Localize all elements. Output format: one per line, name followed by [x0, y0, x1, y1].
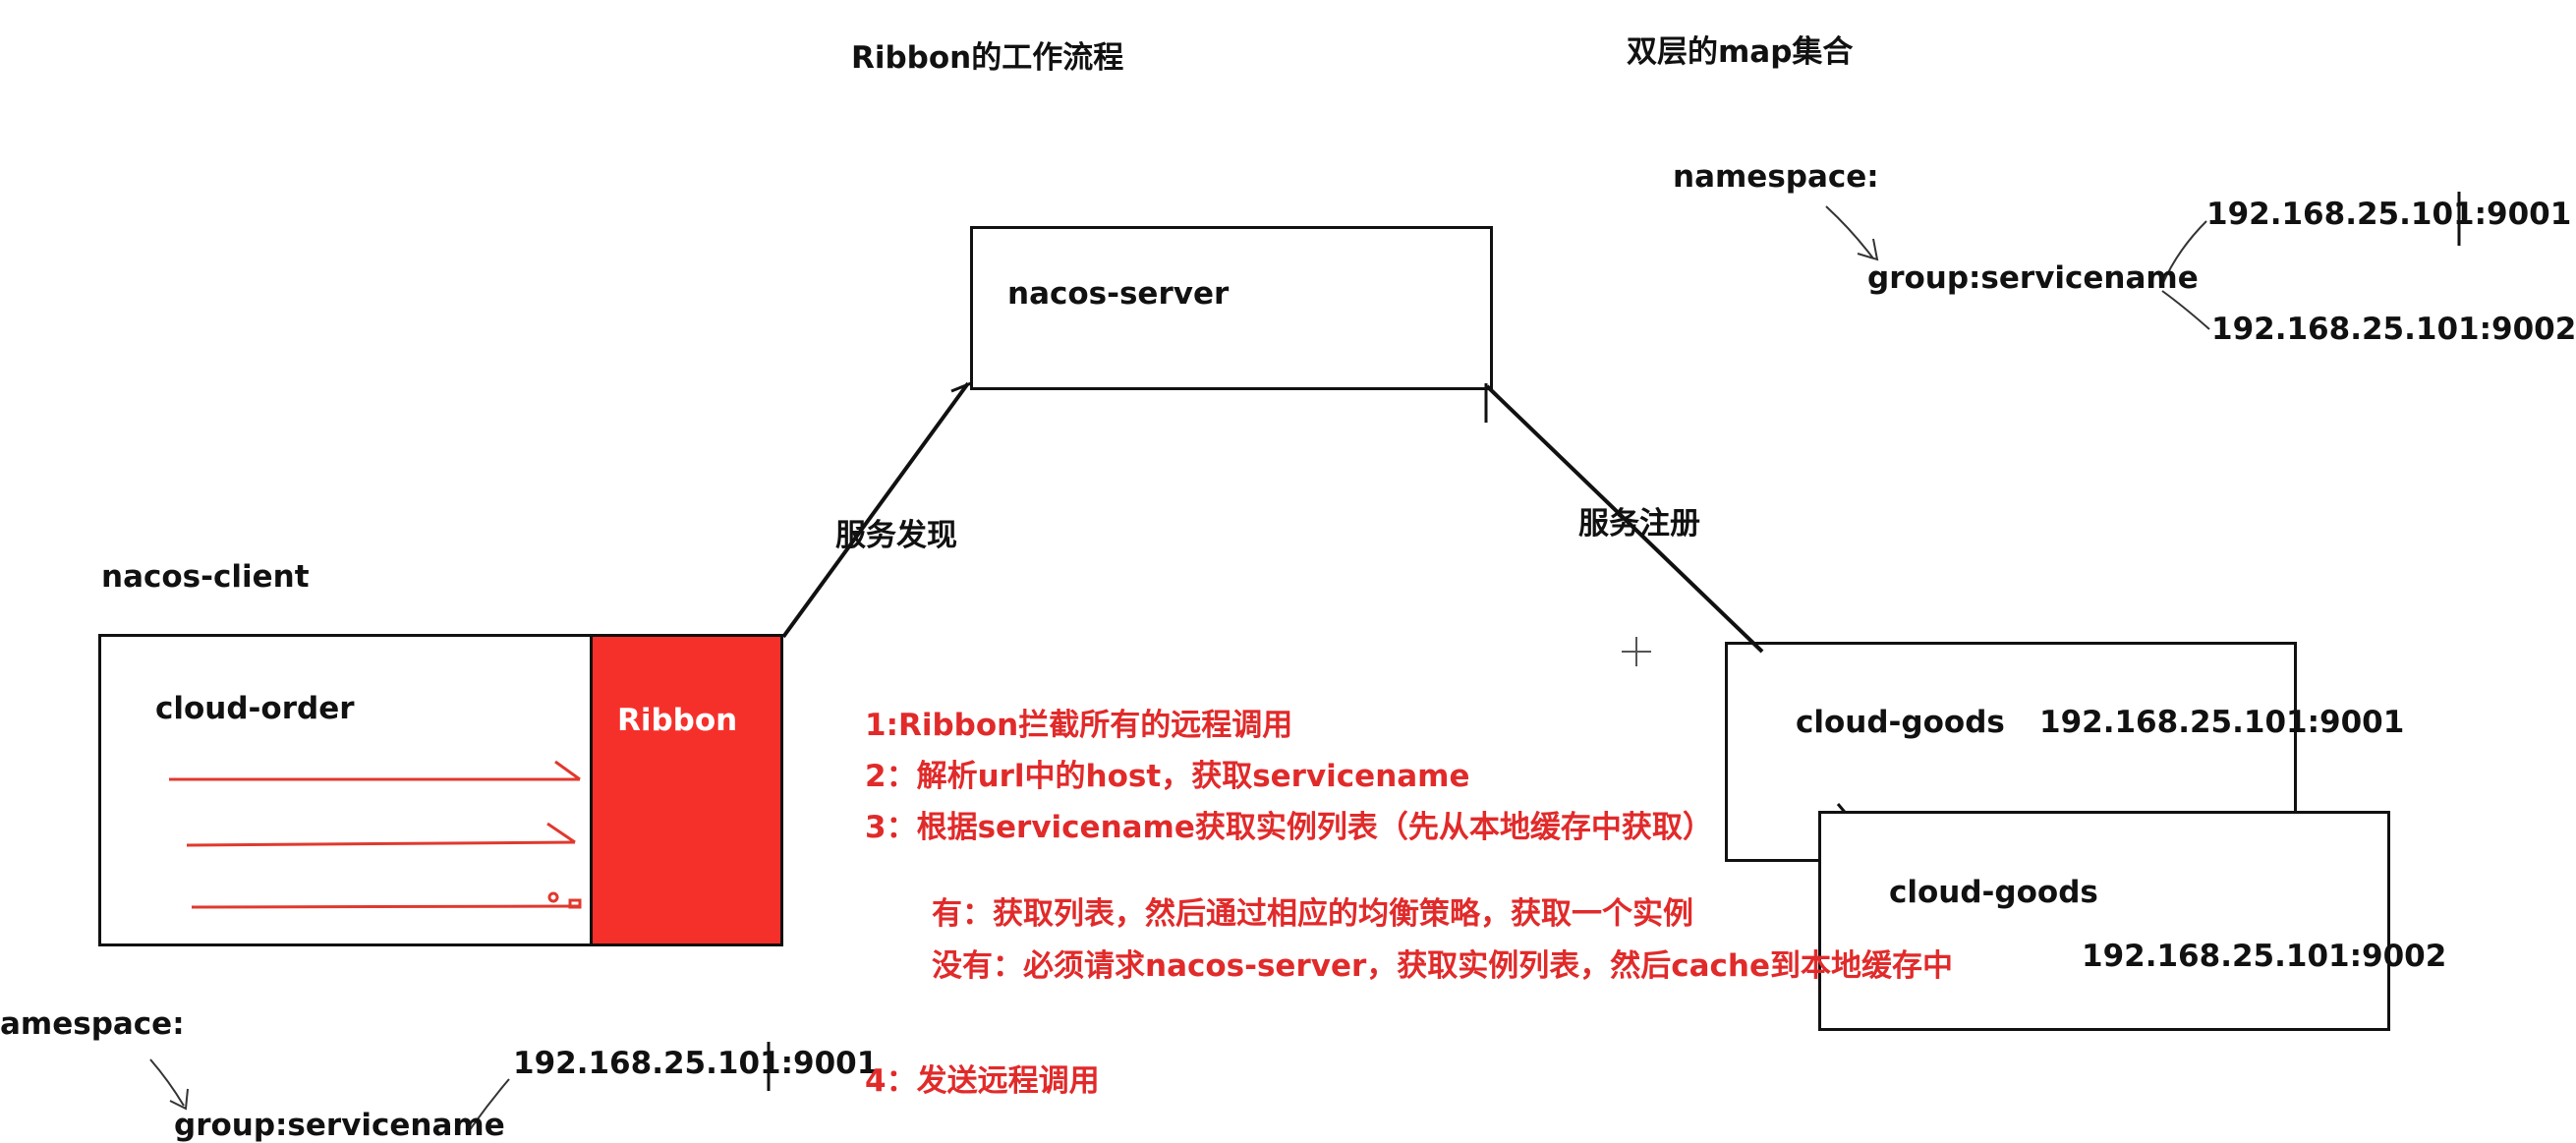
namespace-to-group-arrow-head: [1857, 238, 1879, 261]
ribbon-box: [590, 634, 783, 946]
step-1: 1:Ribbon拦截所有的远程调用: [865, 708, 1293, 743]
map-group-label: group:servicename: [1867, 260, 2199, 296]
map-addr-2: 192.168.25.101:9002: [2211, 312, 2576, 347]
map-top-connectors: [1825, 192, 2461, 330]
registration-line: [1485, 384, 1764, 654]
nacos-server-box: [970, 226, 1493, 390]
cloud-order-label: cloud-order: [155, 691, 355, 726]
namespace-to-group-arrow-head: [169, 1088, 189, 1111]
connector-layer: [149, 192, 2461, 1135]
step-3-hit: 有：获取列表，然后通过相应的均衡策略，获取一个实例: [932, 896, 1693, 932]
step-3: 3：根据servicename获取实例列表（先从本地缓存中获取）: [865, 810, 1713, 845]
map-namespace-label: namespace:: [1673, 159, 1879, 195]
request-arrow-head: [546, 822, 576, 844]
cloud-goods-box-2: [1818, 811, 2390, 1031]
group-to-addr1-branch: [466, 1078, 510, 1135]
cloud-goods-addr-1: 192.168.25.101:9001: [2039, 705, 2405, 740]
map-title: 双层的map集合: [1627, 34, 1854, 70]
namespace-to-group-arrow: [1825, 205, 1874, 259]
step-3-miss: 没有：必须请求nacos-server，获取实例列表，然后cache到本地缓存中: [932, 948, 1954, 984]
discovery-line-tick: [950, 381, 972, 393]
step-2: 2：解析url中的host，获取servicename: [865, 759, 1470, 794]
map-bottom-connectors: [149, 1042, 771, 1135]
flow-title: Ribbon的工作流程: [851, 40, 1124, 76]
cloud-goods-addr-2: 192.168.25.101:9002: [2082, 939, 2447, 974]
discovery-label: 服务发现: [835, 518, 957, 553]
group-to-addr2-branch: [2161, 290, 2210, 330]
step-4: 4：发送远程调用: [865, 1063, 1100, 1099]
request-arrow: [191, 904, 581, 909]
cloud-goods-label-1: cloud-goods: [1796, 705, 2005, 740]
request-arrow-end: [547, 891, 559, 903]
group-to-addr1-branch: [2161, 220, 2207, 286]
nacos-server-label: nacos-server: [1007, 276, 1230, 312]
local-group-label: group:servicename: [174, 1108, 505, 1143]
request-arrows: [169, 760, 582, 909]
crosshair-cursor-icon: [1622, 637, 1651, 666]
registration-label: 服务注册: [1578, 506, 1700, 542]
discovery-line: [781, 381, 970, 639]
local-namespace-label: amespace:: [0, 1006, 185, 1042]
cloud-goods-label-2: cloud-goods: [1889, 875, 2098, 910]
local-addr-1: 192.168.25.101:9001: [513, 1046, 879, 1081]
request-arrow-end: [568, 898, 582, 909]
map-addr-1: 192.168.25.101:9001: [2206, 197, 2572, 232]
request-arrow-head: [554, 760, 581, 781]
namespace-to-group-arrow: [149, 1058, 185, 1107]
request-arrow: [186, 840, 576, 847]
diagram-canvas: Ribbon的工作流程 双层的map集合 nacos-server 服务发现 服…: [0, 34, 2576, 1141]
ribbon-label: Ribbon: [617, 703, 738, 738]
nacos-client-label: nacos-client: [101, 559, 310, 595]
